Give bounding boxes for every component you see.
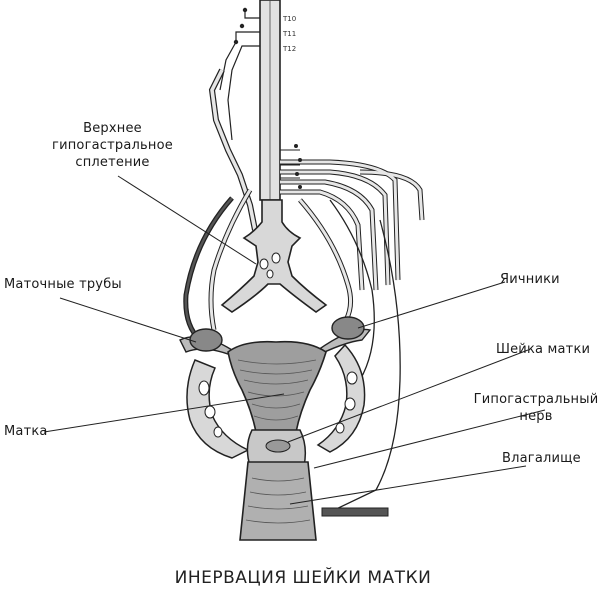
spinal-nerve-roots: [219, 7, 260, 141]
pudendal-nerve-bar: [321, 507, 389, 517]
inferior-hypogastric-plexus: [186, 343, 366, 459]
spinal-level-t11: T11: [283, 30, 297, 38]
label-vagina: Влагалище: [502, 451, 581, 466]
vagina: [239, 461, 317, 541]
figure-caption: ИНЕРВАЦИЯ ШЕЙКИ МАТКИ: [174, 568, 432, 588]
label-hypogastric-nerve: Гипогастральный нерв: [468, 391, 604, 425]
label-superior-plexus-line3: сплетение: [75, 155, 150, 170]
spinal-level-t12: T12: [283, 45, 297, 53]
spinal-cord: [259, 0, 281, 201]
ovarian-nerve-left: [183, 188, 253, 342]
label-fallopian-tubes: Маточные трубы: [4, 277, 122, 292]
label-hypogastric-nerve-line1: Гипогастральный: [473, 392, 599, 407]
label-ovaries: Яичники: [500, 272, 560, 287]
pelvic-splanchnic-fan: [280, 144, 425, 291]
ovarian-nerve-right: [298, 198, 401, 513]
label-superior-plexus-line1: Верхнее: [83, 121, 142, 136]
ovaries: [189, 316, 365, 352]
sympathetic-trunk: [208, 68, 258, 231]
label-hypogastric-nerve-line2: нерв: [519, 409, 553, 424]
label-superior-plexus-line2: гипогастральное: [52, 138, 173, 153]
cervix: [246, 429, 307, 467]
label-superior-hypogastric-plexus: Верхнее гипогастральное сплетение: [30, 120, 195, 171]
leader-lines: [43, 175, 546, 505]
superior-hypogastric-plexus: [220, 199, 328, 313]
uterus: [227, 340, 327, 433]
spinal-level-t10: T10: [283, 15, 297, 23]
label-uterus: Матка: [4, 424, 48, 439]
label-cervix: Шейка матки: [496, 342, 591, 357]
